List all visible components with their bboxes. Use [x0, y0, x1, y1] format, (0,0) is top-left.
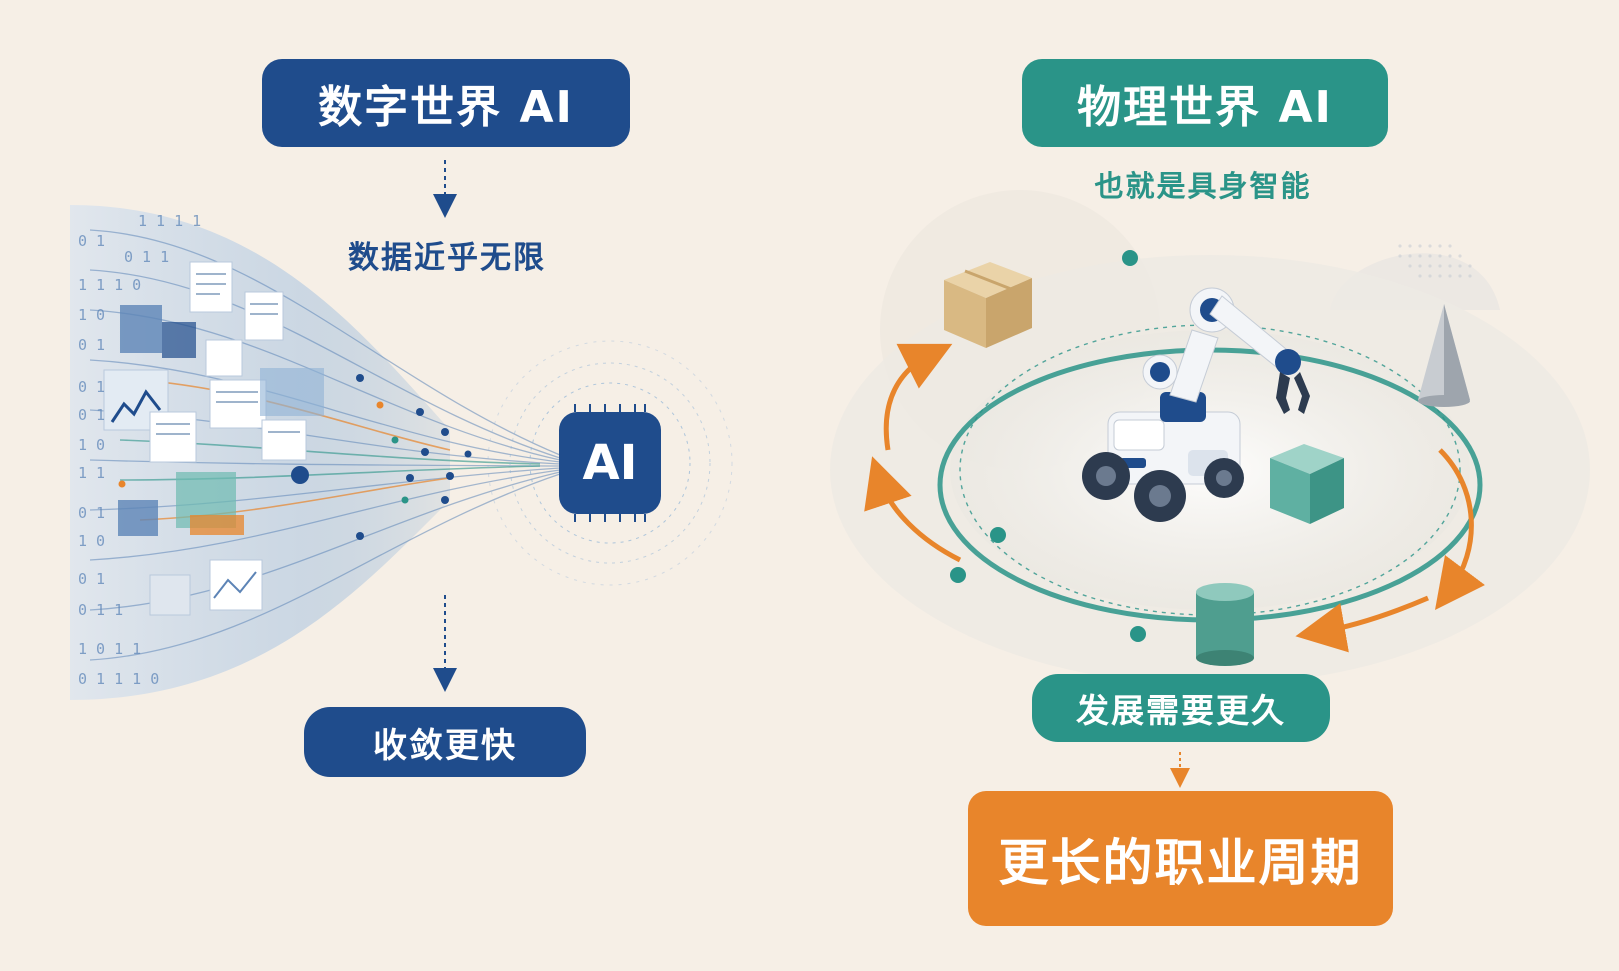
- ai-chip-label: AI: [582, 435, 638, 491]
- flow-dots: [291, 374, 472, 540]
- binary-digits: 1 1 1 1 0 1 0 1 1 1 1 1 0 1 0 0 1 0 1 0 …: [78, 212, 201, 688]
- physical-ai-title: 物理世界 AI: [1022, 59, 1388, 147]
- digital-ai-title: 数字世界 AI: [262, 59, 630, 147]
- svg-text:0 1: 0 1: [78, 378, 105, 396]
- ai-chip: [487, 340, 733, 586]
- document-cards: [103, 261, 324, 616]
- svg-text:1 1 1 1: 1 1 1 1: [138, 212, 201, 230]
- digital-ai-result: 收敛更快: [304, 707, 586, 777]
- dot-pattern: [1398, 244, 1472, 278]
- svg-text:0 1 1: 0 1 1: [124, 248, 169, 266]
- svg-text:0 1: 0 1: [78, 336, 105, 354]
- svg-text:0 1: 0 1: [78, 570, 105, 588]
- digital-ai-subtitle: 数据近乎无限: [348, 240, 546, 276]
- svg-text:0 1: 0 1: [78, 504, 105, 522]
- svg-text:1 1 1 0: 1 1 1 0: [78, 276, 141, 294]
- svg-text:1 1: 1 1: [78, 464, 105, 482]
- career-cycle-result: 更长的职业周期: [968, 791, 1393, 926]
- physical-ai-result: 发展需要更久: [1032, 674, 1330, 742]
- teal-cube: [1270, 444, 1344, 524]
- svg-text:0 1: 0 1: [78, 232, 105, 250]
- physical-ai-subtitle: 也就是具身智能: [1094, 169, 1312, 203]
- svg-text:0 1 1: 0 1 1: [78, 601, 123, 619]
- svg-text:1 0: 1 0: [78, 532, 105, 550]
- metal-cone: [1418, 304, 1470, 407]
- svg-text:0 1 1 1 0: 0 1 1 1 0: [78, 670, 159, 688]
- teal-cylinder: [1196, 583, 1254, 666]
- svg-text:1 0: 1 0: [78, 436, 105, 454]
- svg-text:0 1: 0 1: [78, 406, 105, 424]
- cardboard-box: [944, 262, 1032, 348]
- svg-text:1 0: 1 0: [78, 306, 105, 324]
- robot: [1082, 287, 1310, 522]
- svg-text:1 0 1 1: 1 0 1 1: [78, 640, 141, 658]
- data-funnel: [70, 205, 561, 700]
